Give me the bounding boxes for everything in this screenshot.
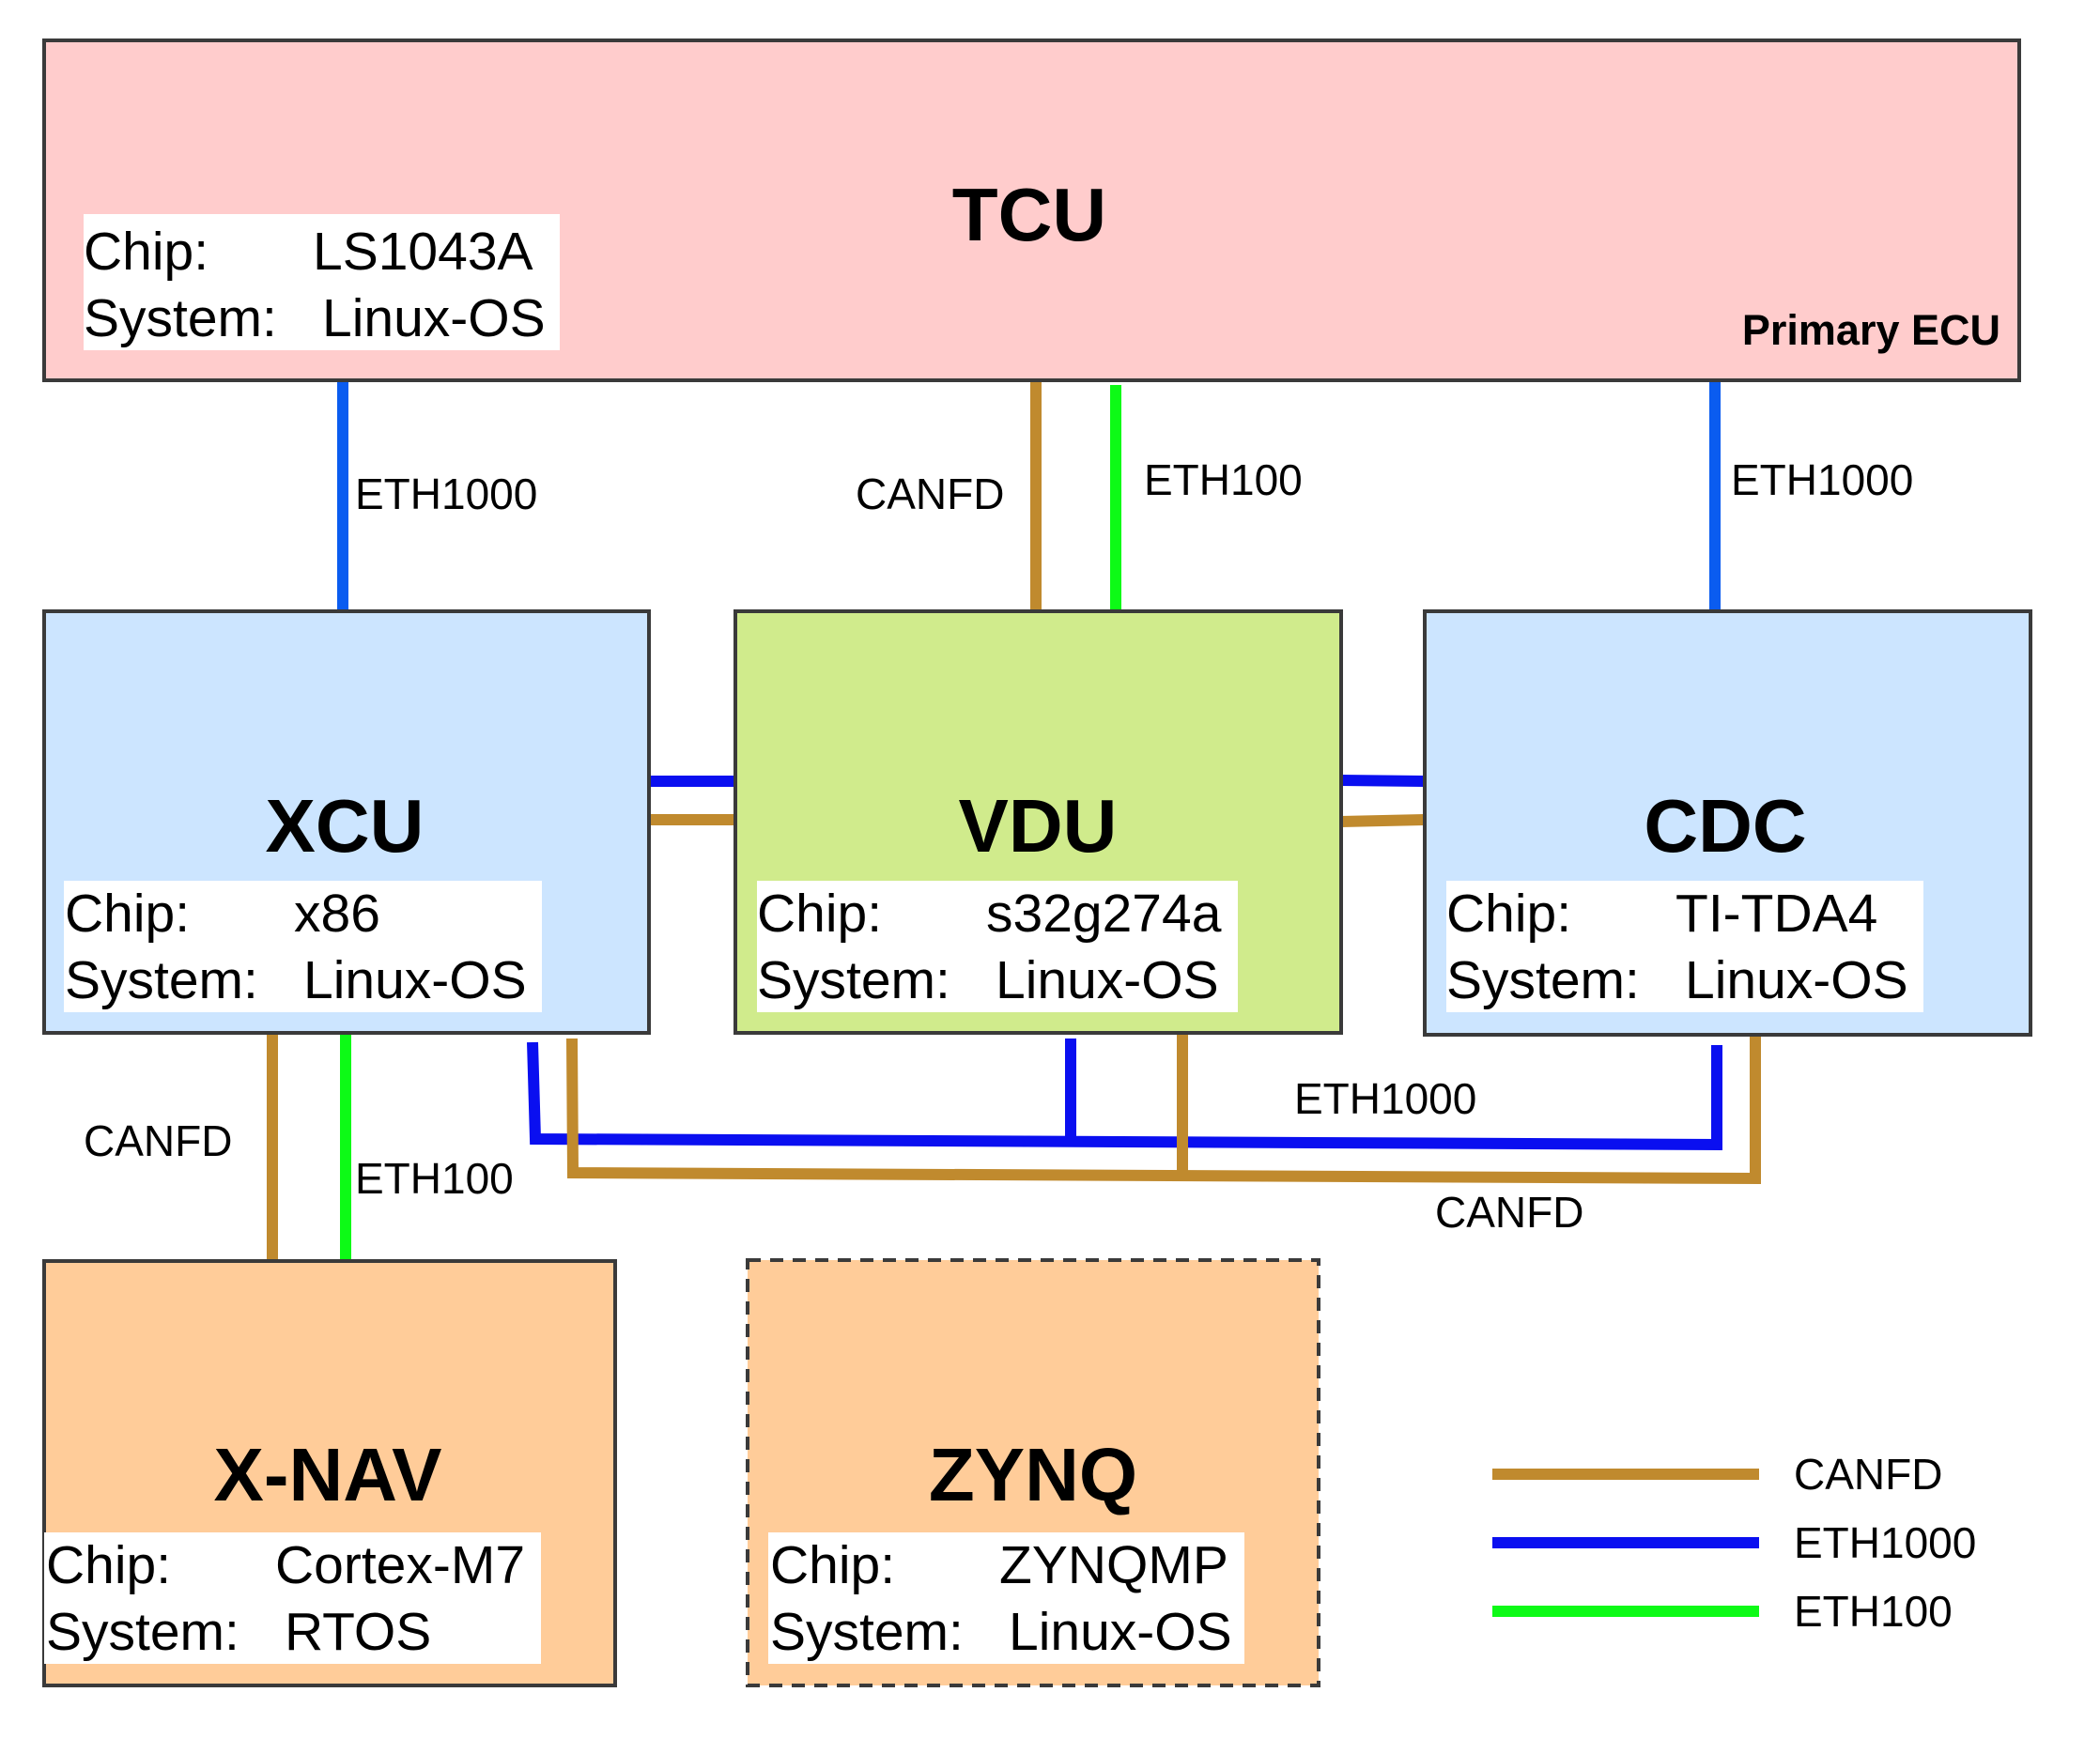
ecu-cdc: CDC Chip: TI-TDA4 System: Linux-OS [1423, 609, 2032, 1037]
zynq-info-background [768, 1532, 1244, 1664]
xnav-info-background [44, 1532, 541, 1664]
zynq-system-label: System: [770, 1602, 964, 1662]
cdc-chip-label: Chip: [1446, 884, 1571, 944]
bus-canfd-label: CANFD [1435, 1188, 1583, 1237]
legend-label-eth100: ETH100 [1794, 1587, 1953, 1636]
link-labels: ETH1000 CANFD ETH100 ETH1000 CANFD ETH10… [84, 455, 1913, 1237]
vdu-info-background [757, 881, 1238, 1012]
xnav-system-label: System: [46, 1602, 239, 1662]
zynq-chip-value: ZYNQMP [999, 1535, 1228, 1595]
cdc-system-value: Linux-OS [1685, 950, 1908, 1010]
tcu-vdu-eth100-label: ETH100 [1144, 455, 1303, 504]
vdu-system-value: Linux-OS [996, 950, 1219, 1010]
zynq-chip-label: Chip: [770, 1535, 895, 1595]
tcu-system-value: Linux-OS [322, 288, 546, 348]
xcu-xnav-canfd-label: CANFD [84, 1116, 232, 1165]
xnav-system-value: RTOS [285, 1602, 431, 1662]
xcu-system-value: Linux-OS [303, 950, 527, 1010]
tcu-info-background [84, 214, 560, 350]
xcu-info-background [64, 881, 542, 1012]
bus-canfd [566, 1031, 1761, 1185]
vdu-title: VDU [959, 784, 1118, 868]
ecu-vdu: VDU Chip: s32g274a System: Linux-OS [733, 609, 1343, 1035]
xcu-title: XCU [266, 784, 425, 868]
legend-label-eth1000: ETH1000 [1794, 1518, 1976, 1567]
xcu-xnav-eth100-label: ETH100 [355, 1154, 514, 1203]
ecu-xcu: XCU Chip: x86 System: Linux-OS [42, 609, 651, 1035]
tcu-chip-label: Chip: [84, 222, 208, 282]
cdc-chip-value: TI-TDA4 [1675, 884, 1877, 944]
vdu-chip-value: s32g274a [986, 884, 1222, 944]
vdu-cdc-canfd-link [1340, 814, 1426, 827]
vdu-system-label: System: [757, 950, 950, 1010]
xcu-system-label: System: [65, 950, 258, 1010]
vdu-cdc-eth1000-link [1340, 775, 1426, 787]
legend-label-canfd: CANFD [1794, 1450, 1942, 1499]
tcu-title: TCU [952, 173, 1106, 256]
zynq-title: ZYNQ [929, 1433, 1137, 1516]
bus-eth1000 [527, 1041, 1722, 1151]
xnav-title: X-NAV [214, 1433, 442, 1516]
cdc-system-label: System: [1446, 950, 1640, 1010]
ecu-tcu: TCU Chip: LS1043A System: Linux-OS Prima… [42, 38, 2021, 382]
tcu-xcu-eth1000-label: ETH1000 [355, 469, 537, 518]
zynq-system-value: Linux-OS [1009, 1602, 1232, 1662]
ecu-zynq: ZYNQ Chip: ZYNQMP System: Linux-OS [746, 1258, 1320, 1687]
xnav-chip-value: Cortex-M7 [275, 1535, 525, 1595]
tcu-primary-ecu-tag: Primary ECU [1742, 306, 2000, 354]
legend: CANFD ETH1000 ETH100 [1492, 1450, 1976, 1636]
tcu-vdu-canfd-label: CANFD [856, 469, 1004, 518]
tcu-system-label: System: [84, 288, 277, 348]
xnav-chip-label: Chip: [46, 1535, 171, 1595]
vdu-chip-label: Chip: [757, 884, 882, 944]
bus-eth1000-label: ETH1000 [1294, 1074, 1476, 1123]
cdc-info-background [1446, 881, 1923, 1012]
cdc-title: CDC [1644, 784, 1806, 868]
xcu-chip-value: x86 [294, 884, 380, 944]
xcu-chip-label: Chip: [65, 884, 190, 944]
ecu-xnav: X-NAV Chip: Cortex-M7 System: RTOS [42, 1259, 617, 1687]
tcu-cdc-eth1000-label: ETH1000 [1731, 455, 1913, 504]
tcu-chip-value: LS1043A [313, 222, 533, 282]
connections [267, 377, 1761, 1263]
